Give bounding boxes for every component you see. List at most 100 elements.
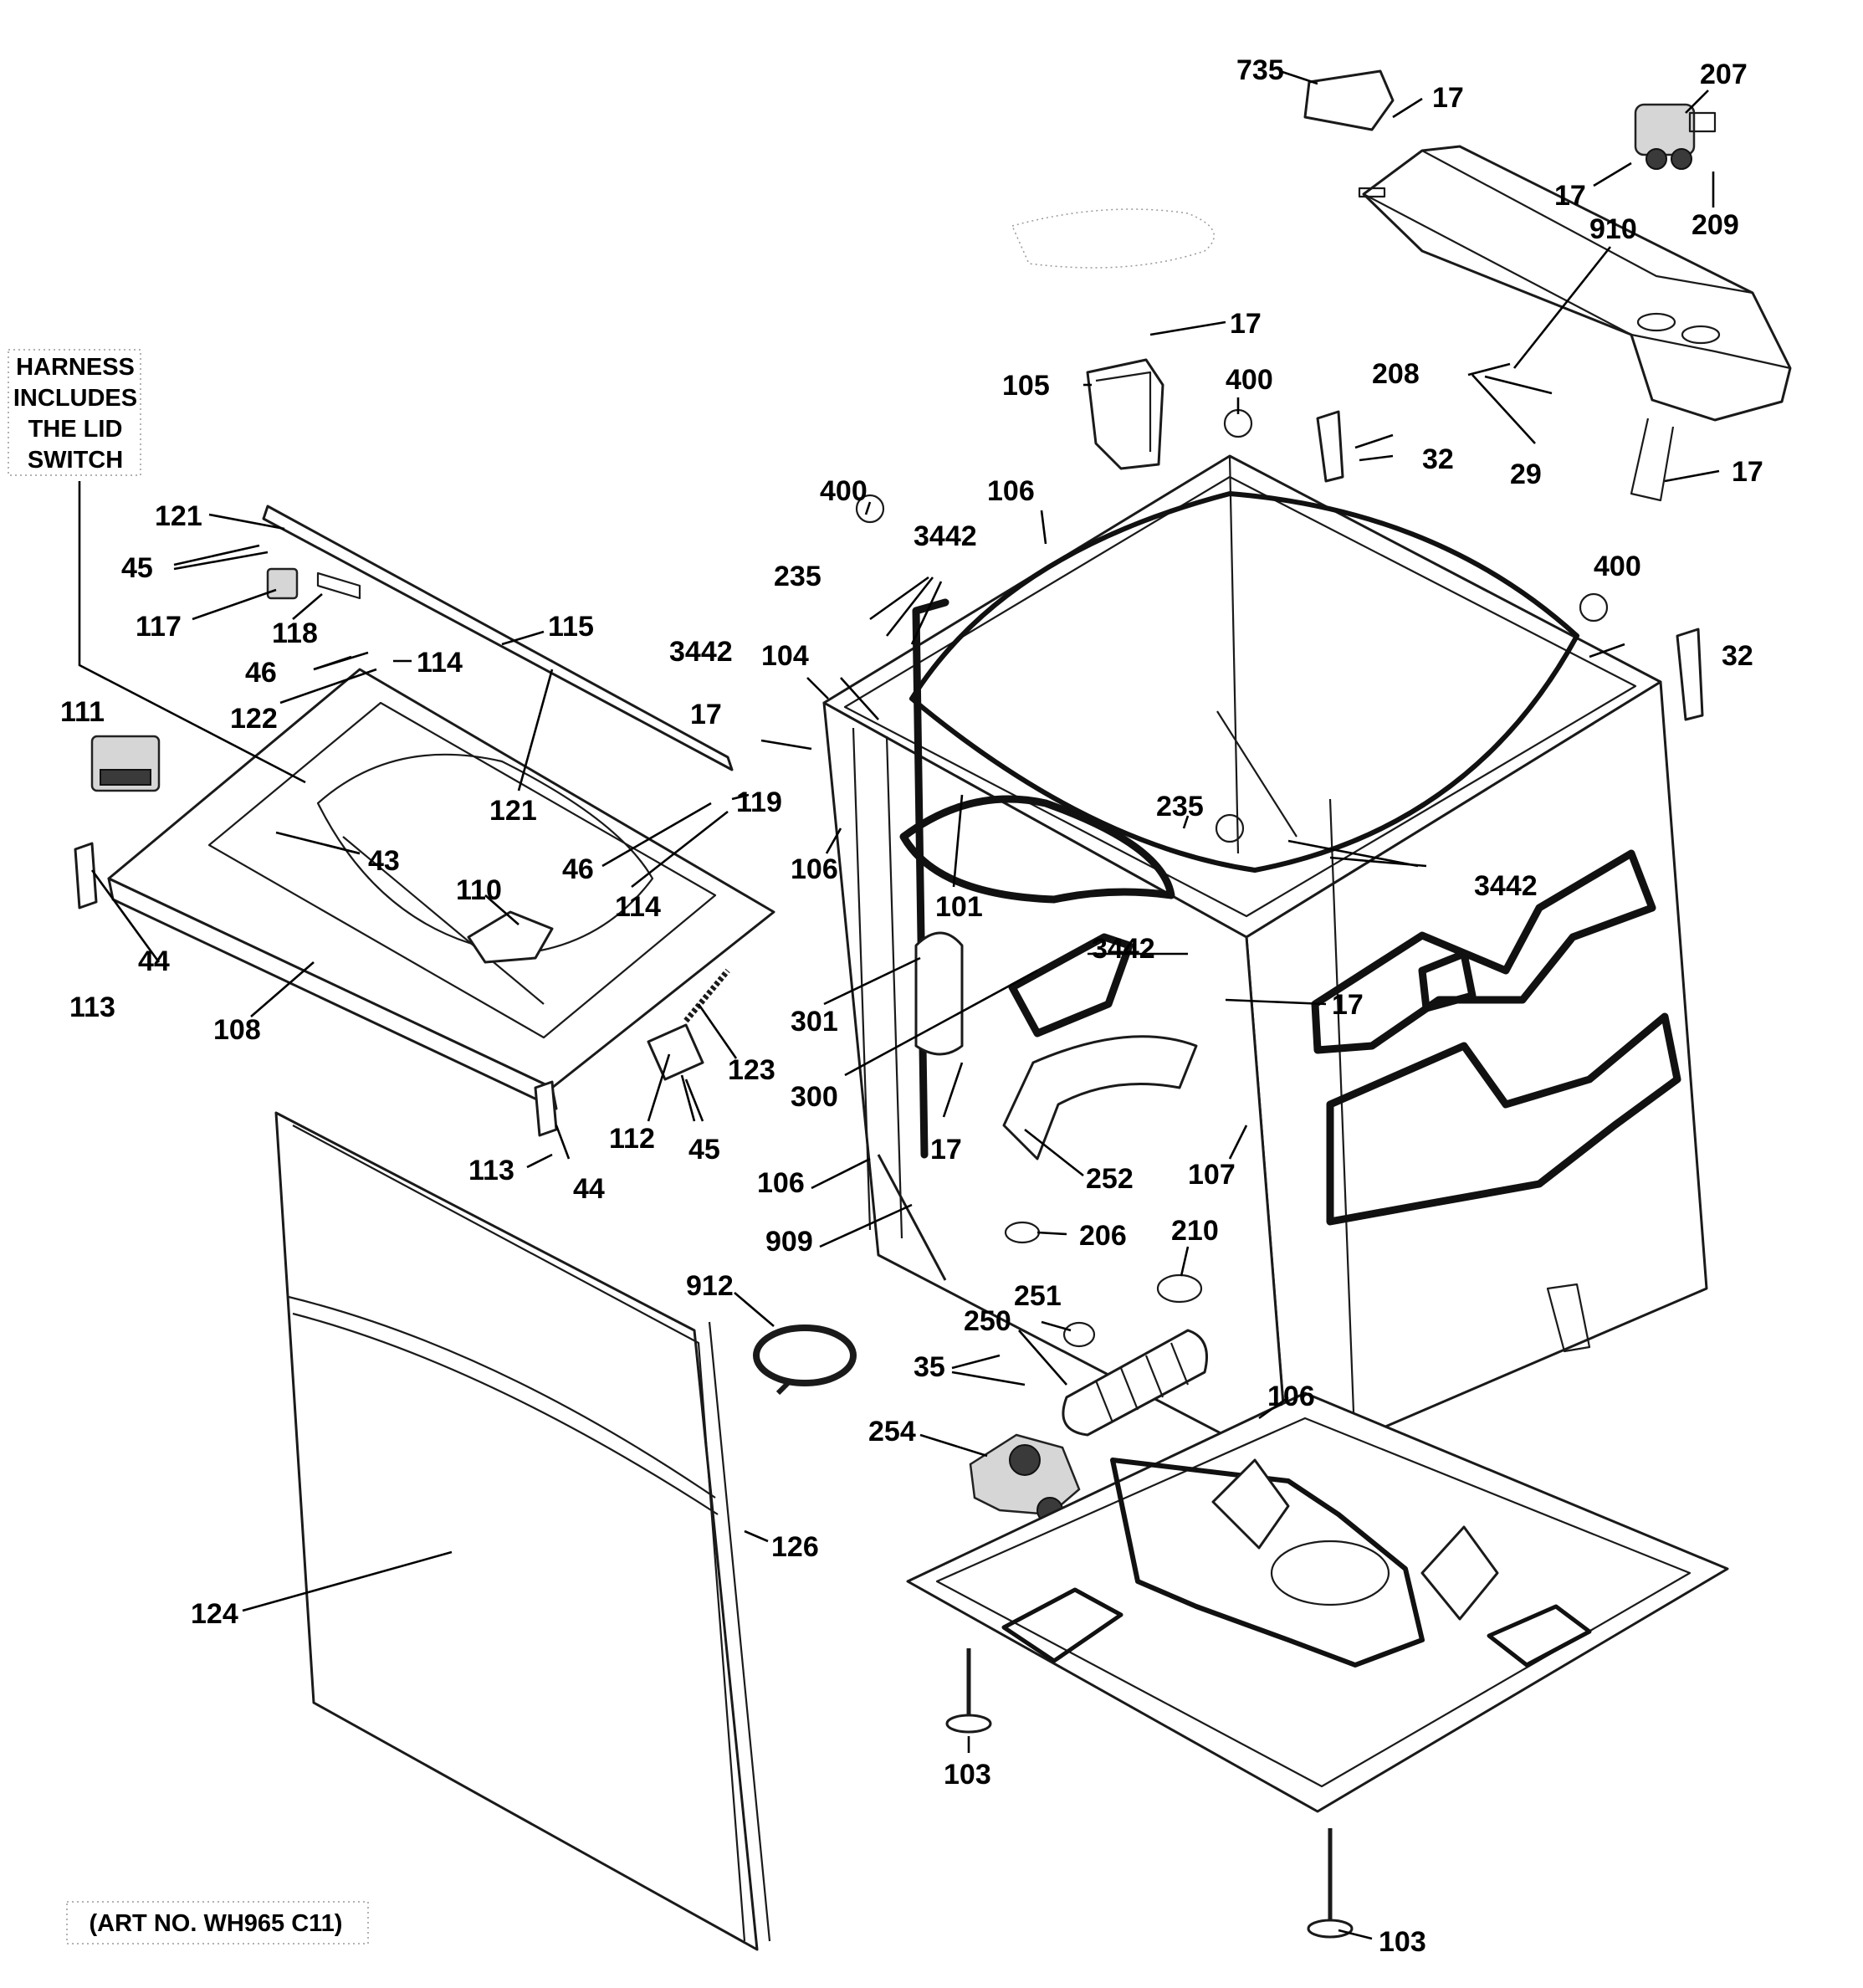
callout-103: 103 [944,1759,991,1791]
callout-45: 45 [121,552,153,584]
leveling-leg-103-front [1307,1828,1354,1939]
callout-43: 43 [368,845,400,877]
leveling-leg-103-left [945,1648,992,1734]
harness-note: HARNESS INCLUDES THE LID SWITCH [8,349,306,784]
callout-3442: 3442 [914,520,977,552]
drain-hose-252 [1002,1035,1198,1161]
harness-note-line-1: HARNESS [16,354,135,381]
dotted-hose-sketch [1011,208,1215,269]
callout-400: 400 [820,475,868,507]
callout-117: 117 [136,611,182,643]
harness-909 [877,1154,947,1281]
harness-note-line-2: INCLUDES [13,385,137,412]
callout-250: 250 [964,1305,1011,1337]
callout-909: 909 [765,1226,813,1258]
callout-254: 254 [868,1416,916,1447]
bracket-113-right [534,1080,558,1137]
callout-111: 111 [60,696,105,728]
callout-208: 208 [1372,358,1420,390]
callout-118: 118 [272,617,318,649]
callout-17: 17 [1432,82,1464,114]
shutter-301-300 [914,931,964,1056]
callout-104: 104 [761,640,809,672]
callout-110: 110 [456,874,502,906]
callout-108: 108 [213,1014,261,1046]
callout-300: 300 [791,1081,838,1113]
callout-209: 209 [1692,209,1739,241]
callout-113: 113 [69,991,115,1023]
callout-252: 252 [1086,1163,1134,1195]
callout-46: 46 [245,657,277,689]
callout-114: 114 [417,647,463,679]
callout-44: 44 [573,1173,605,1205]
tub-ring-3442 [909,491,1579,873]
callout-35: 35 [914,1351,945,1383]
callout-29: 29 [1510,459,1542,490]
callout-210: 210 [1171,1215,1219,1247]
drain-pump-254 [969,1433,1081,1524]
spring-123 [683,968,730,1023]
callout-3442: 3442 [669,636,733,668]
top-cover-108 [107,668,775,1110]
callout-17: 17 [1230,308,1262,340]
callout-3442: 3442 [1474,870,1538,902]
bracket-32-right [1676,628,1704,721]
art-number: (ART NO. WH965 C11) [90,1910,343,1937]
callout-17: 17 [930,1134,962,1166]
callout-115: 115 [548,611,594,643]
bracket-32-top [1316,410,1344,483]
callout-106: 106 [791,853,838,885]
dispenser-110 [467,910,554,964]
callout-3442: 3442 [1092,933,1155,965]
callout-45: 45 [688,1134,720,1166]
leader-lines [90,69,1720,1940]
callout-121: 121 [489,795,537,827]
pump-hose-250 [1062,1329,1208,1437]
lid-switch-117 [266,567,299,600]
callout-251: 251 [1014,1280,1062,1312]
base [906,1391,1729,1813]
callout-labels: 735 17 207 17 209 910 17 105 400 208 32 … [60,54,1763,1958]
callout-910: 910 [1589,213,1637,245]
callout-206: 206 [1079,1220,1127,1252]
front-panel-124 [274,1111,771,1951]
callout-121: 121 [155,500,202,532]
callout-301: 301 [791,1006,838,1038]
callout-400: 400 [1226,364,1273,396]
callout-112: 112 [609,1123,655,1155]
callout-235: 235 [1156,791,1204,822]
callout-122: 122 [230,703,278,735]
fill-hose-912 [753,1324,857,1396]
callout-17: 17 [690,699,722,730]
switch-111 [90,735,161,792]
water-valve-207 [1634,103,1717,170]
clamp-251 [1062,1321,1096,1348]
callout-107: 107 [1188,1159,1236,1191]
callout-400: 400 [1594,551,1641,582]
callout-32: 32 [1722,640,1753,672]
bracket-113-left [74,842,98,909]
dispenser-105 [1086,358,1164,470]
callout-106: 106 [987,475,1035,507]
callout-32: 32 [1422,443,1454,475]
harness-note-line-4: SWITCH [28,447,123,474]
console-bracket-735 [1303,69,1395,131]
callout-912: 912 [686,1270,734,1302]
callout-124: 124 [191,1598,238,1630]
hinge-112 [647,1023,704,1081]
callout-113: 113 [468,1155,514,1186]
callout-103: 103 [1379,1926,1426,1958]
callout-105: 105 [1002,370,1050,402]
harness-note-line-3: THE LID [28,416,123,443]
clamp-210 [1156,1273,1203,1304]
art-number-note: (ART NO. WH965 C11) [66,1901,369,1944]
callout-46: 46 [562,853,594,885]
lid-hinge-rail-115 [262,505,734,771]
callout-106: 106 [1267,1381,1315,1412]
callout-119: 119 [736,786,782,818]
callout-235: 235 [774,561,821,592]
callout-114: 114 [615,891,661,923]
callout-17: 17 [1732,456,1763,488]
callout-17: 17 [1554,180,1586,212]
